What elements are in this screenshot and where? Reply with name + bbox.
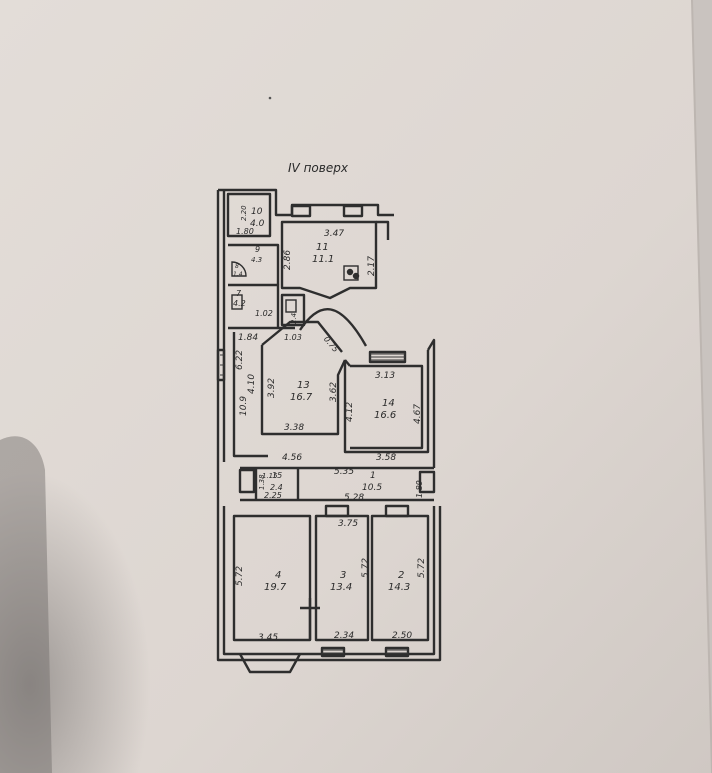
room-15-dim-bottom: 2.25 [264,491,282,500]
room-11-number: 11 [316,242,329,253]
room-14-dim-left: 4.12 [345,402,355,422]
room-11-dim-left: 2.86 [283,250,293,270]
paper-shadow [0,420,200,773]
room-3-dim-top: 3.75 [338,519,358,529]
room-1-number: 1 [370,471,376,481]
room-4-area: 19.7 [264,582,287,593]
room-2-number: 2 [398,570,404,581]
room-3-dim-bottom: 2.34 [334,631,354,641]
room-11-dim-top: 3.47 [324,229,344,239]
floor-title: IV поверх [288,161,349,175]
room-1-dim-bottom: 5.28 [344,493,364,503]
room-10-dim-width: 2.20 [240,205,248,221]
room-10-number: 10 [251,207,263,217]
room-15-dim-side: 1.38 [258,474,266,490]
room-13-dim-bottom: 3.38 [284,423,304,433]
room-4-dim-bottom: 3.45 [258,633,278,643]
room-11-area: 11.1 [312,254,334,265]
fixtures [231,261,360,313]
room-1-area: 10.5 [362,483,382,493]
room-14-dim-right: 4.67 [413,404,423,424]
room-15-number: 15 [272,471,282,480]
room-12-dim-top: 1.84 [238,333,258,343]
room-13-area: 16.7 [290,392,313,403]
room-9-area: 4.3 [251,256,262,264]
room-15-area: 2.4 [270,483,283,492]
room-3-dim-side: 5.72 [361,558,371,578]
room-12-area: 10.9 [239,396,249,416]
room-labels: 10 4.0 2.20 1.80 9 4.3 8 1.4 7 4.2 11 11… [233,205,427,643]
room-3-area: 13.4 [330,582,352,593]
room-2-area: 14.3 [388,582,410,593]
speck [268,96,272,100]
room-6-area: 2.4 [290,313,298,324]
room-13-number: 13 [297,380,310,391]
room-10-area: 4.0 [250,219,265,229]
room-8-area: 1.4 [233,271,243,278]
paper-edge [691,0,712,773]
room-8-number: 8 [235,263,239,270]
walls [216,188,442,674]
hatching [220,353,408,654]
room-9-number: 9 [255,245,260,254]
hand-shadow [0,436,52,773]
room-13-dim-right: 3.62 [329,382,339,402]
room-13-dim-left: 3.92 [267,378,277,398]
room-12-dim-inner: 4.10 [247,374,257,394]
room-2-dim-side: 5.72 [417,558,427,578]
room-3-number: 3 [340,570,346,581]
room-12-dim-left: 6.22 [235,350,245,370]
room-15-dim-top: 1.15 [262,472,278,480]
corridor-dim: 4.56 [282,453,302,463]
room-4-number: 4 [275,570,281,581]
room-14-dim-top: 3.13 [375,371,395,381]
room-12-dim-doorway: 1.03 [284,333,302,342]
room-6-dim: 1.02 [255,309,273,318]
room-14-area: 16.6 [374,410,396,421]
room-14-number: 14 [382,398,395,409]
room-1-dim-top: 5.35 [334,467,354,477]
room-1-dim-side: 1.89 [415,480,424,498]
room-10-dim-depth: 1.80 [236,227,254,236]
room-7-number: 7 [236,289,242,298]
room-4-dim-side: 5.72 [235,566,245,586]
room-14-dim-bottom: 3.58 [376,453,396,463]
room-7-area: 4.2 [233,299,246,308]
room-2-dim-bottom: 2.50 [392,631,412,641]
room-11-dim-right: 2.17 [367,256,377,276]
